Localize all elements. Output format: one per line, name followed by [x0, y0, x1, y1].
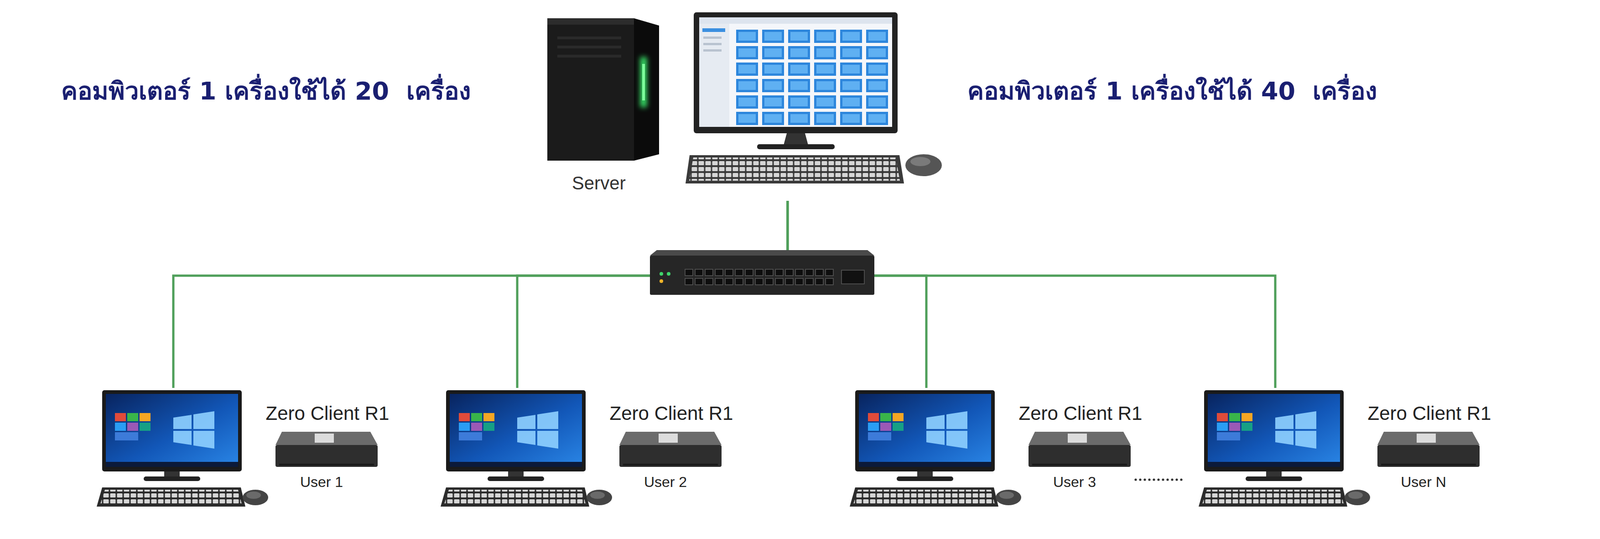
user-label: User 2 — [644, 472, 687, 491]
zero-client-node: Zero Client R1 User 1 — [96, 387, 412, 502]
device-label: Zero Client R1 — [265, 401, 390, 426]
device-label: Zero Client R1 — [1367, 401, 1492, 426]
capacity-note: คอมพิวเตอร์ 1 เครื่องใช้ได้ 20 เครื่อง — [61, 75, 471, 108]
server-node: Server — [538, 9, 908, 201]
zero-client-node: Zero Client R1 User N — [1198, 387, 1514, 502]
user-label: User 3 — [1053, 472, 1097, 491]
zero-client-node: Zero Client R1 User 2 — [440, 387, 756, 502]
device-label: Zero Client R1 — [1018, 401, 1143, 426]
user-label: User N — [1400, 472, 1447, 491]
capacity-note: คอมพิวเตอร์ 1 เครื่องใช้ได้ 40 เครื่อง — [967, 75, 1377, 108]
device-label: Zero Client R1 — [609, 401, 734, 426]
zero-client-node: Zero Client R1 User 3 — [849, 387, 1165, 502]
user-label: User 1 — [300, 472, 343, 491]
server-label: Server — [571, 171, 626, 195]
